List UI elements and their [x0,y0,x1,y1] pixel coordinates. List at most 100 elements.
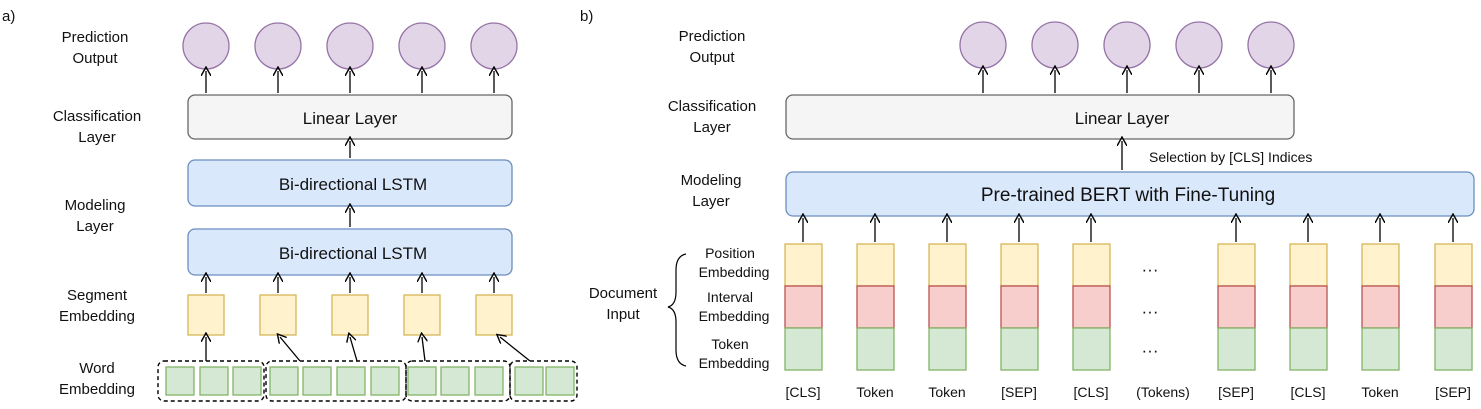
b-token-embedding-box [856,327,895,371]
b-output-circle [1175,21,1223,69]
b-bert-box [785,171,1475,217]
a-label-classification-2: Layer [78,129,116,146]
a-word-cell [336,366,366,396]
a-output-circle [326,22,374,70]
b-selection-label: Selection by [CLS] Indices [1149,149,1312,165]
b-label-prediction-2: Output [689,49,735,66]
b-interval-embedding-box [1217,285,1256,329]
a-arrow-word-to-segment [500,337,531,362]
b-interval-embedding-box [784,285,823,329]
a-output-circle [398,22,446,70]
a-label-modeling-2: Layer [76,218,114,235]
a-word-cell [302,366,332,396]
b-token-embedding-box [784,327,823,371]
a-word-cell [370,366,400,396]
panel-b: b) Prediction Output Classification Laye… [580,8,1475,400]
b-interval-embedding-box [1361,285,1400,329]
b-position-embedding-box [1289,243,1328,287]
b-label-token-2: Embedding [699,355,770,371]
b-label-interval-1: Interval [707,289,753,305]
b-bert-label: Pre-trained BERT with Fine-Tuning [981,185,1275,206]
b-token-label: Token [928,384,965,400]
a-word-group [509,360,578,402]
panel-b-tag: b) [580,8,593,25]
a-label-prediction-2: Output [72,50,118,67]
b-token-label: [SEP] [1218,384,1254,400]
a-label-segment-1: Segment [67,287,128,304]
b-output-circle [1247,21,1295,69]
b-position-embedding-box [1434,243,1473,287]
a-word-cell [545,366,575,396]
b-ellipsis-token: ··· [1142,341,1159,360]
a-output-circle [470,22,518,70]
b-interval-embedding-box [1000,285,1039,329]
a-segment-embeddings [187,277,513,336]
b-position-embedding-box [1000,243,1039,287]
a-word-cell [407,366,437,396]
b-label-document-2: Input [606,306,640,323]
b-token-embedding-box [1072,327,1111,371]
b-token-label: Token [856,384,893,400]
a-segment-box [259,294,297,336]
b-label-position-2: Embedding [699,264,770,280]
b-label-classification-1: Classification [668,98,756,115]
a-word-cell [474,366,504,396]
b-output-circle [1103,21,1151,69]
panel-a-tag: a) [2,8,15,25]
b-token-embedding-box [928,327,967,371]
panel-a: a) Prediction Output Classification Laye… [2,8,578,402]
a-word-cell [232,366,262,396]
b-output-circle [1031,21,1079,69]
a-segment-box [403,294,441,336]
b-ellipsis-position: ··· [1142,260,1159,279]
b-interval-embedding-box [856,285,895,329]
a-label-classification-1: Classification [53,108,141,125]
b-prediction-outputs [959,21,1295,93]
b-token-embedding-box [1289,327,1328,371]
b-label-modeling-1: Modeling [681,172,742,189]
b-document-input-columns [784,218,1473,371]
b-token-label: [CLS] [1073,384,1108,400]
b-interval-embedding-box [1434,285,1473,329]
a-word-cell [269,366,299,396]
b-token-label: Token [1361,384,1398,400]
b-interval-embedding-box [1289,285,1328,329]
b-label-token-1: Token [711,336,748,352]
b-token-label: [SEP] [1001,384,1037,400]
b-ellipsis-interval: ··· [1142,302,1159,321]
b-position-embedding-box [928,243,967,287]
b-label-modeling-2: Layer [692,193,730,210]
b-position-embedding-box [856,243,895,287]
b-label-position-1: Position [705,245,755,261]
a-lstm-top-label: Bi-directional LSTM [279,175,427,194]
b-label-classification-2: Layer [693,119,731,136]
a-arrow-word-to-segment [422,337,425,362]
a-arrow-word-to-segment [350,337,358,362]
a-word-cell [440,366,470,396]
a-word-group [265,360,407,402]
b-position-embedding-box [1072,243,1111,287]
b-label-interval-2: Embedding [699,308,770,324]
a-label-word-2: Embedding [59,381,135,398]
b-label-document-1: Document [589,285,658,302]
a-prediction-outputs [182,22,518,93]
b-interval-embedding-box [1072,285,1111,329]
b-output-circle [959,21,1007,69]
b-linear-layer-box [785,94,1295,140]
b-token-label: (Tokens) [1136,384,1190,400]
a-label-segment-2: Embedding [59,308,135,325]
b-token-label: [CLS] [785,384,820,400]
a-label-word-1: Word [79,360,115,377]
a-word-group [405,360,511,402]
b-token-label: [SEP] [1435,384,1471,400]
b-token-embedding-box [1361,327,1400,371]
a-lstm-bottom-label: Bi-directional LSTM [279,244,427,263]
a-arrow-word-to-segment [280,337,301,362]
a-word-cell [199,366,229,396]
b-label-prediction-1: Prediction [679,28,746,45]
b-position-embedding-box [784,243,823,287]
a-output-circle [182,22,230,70]
b-linear-layer-label: Linear Layer [1075,109,1170,128]
